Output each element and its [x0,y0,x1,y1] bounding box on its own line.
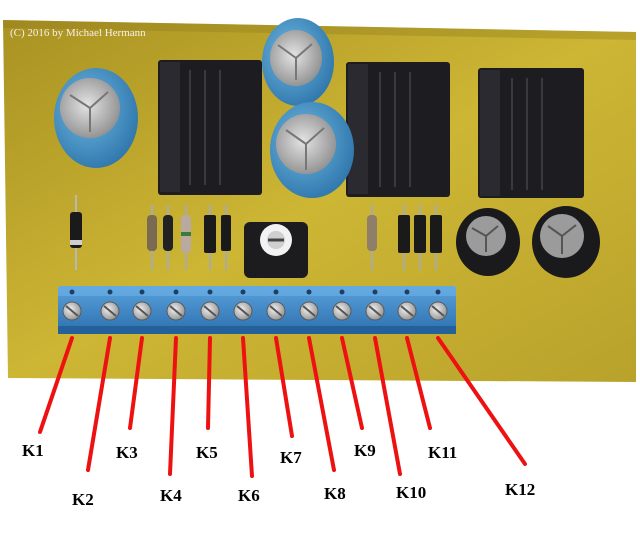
terminal-hole [207,289,213,295]
terminal-hole [306,289,312,295]
terminal-label-k10: K10 [396,483,427,502]
capacitor-top-center [262,18,334,106]
terminal-hole [139,289,145,295]
terminal-label-k2: K2 [72,490,94,509]
terminal-screw-slot [103,305,117,317]
resistors [147,205,442,270]
pointer-line-k1 [38,336,74,434]
terminal-screw-slot [302,305,316,317]
terminal-screw-slot [203,305,217,317]
terminal-hole [339,289,345,295]
pointer-line-k5 [206,336,212,430]
terminal-screw-slot [335,305,349,317]
pointer-line-k10 [373,336,402,476]
potentiometer [244,222,308,278]
terminal-hole [107,289,113,295]
copyright-caption: (C) 2016 by Michael Hermann [10,27,146,39]
terminal-label-k8: K8 [324,484,346,503]
pointer-line-k8 [307,336,336,472]
pointer-line-k12 [436,336,527,466]
terminal-screw-slot [400,305,414,317]
pointer-lines [38,336,527,478]
pointer-line-k2 [86,336,112,472]
terminal-hole [404,289,410,295]
relay-1 [158,60,262,195]
pointer-line-k3 [128,336,144,430]
terminal-screw-slot [169,305,183,317]
terminal-screw-slot [236,305,250,317]
terminal-label-k9: K9 [354,441,376,460]
pointer-line-k7 [274,336,294,438]
relay-2 [346,62,450,197]
terminal-hole [435,289,441,295]
pointer-line-k11 [405,336,432,430]
pointer-line-k9 [340,336,364,430]
terminal-hole [173,289,179,295]
relay-3 [478,68,584,198]
capacitor-center [270,102,354,198]
pointer-line-k4 [168,336,178,476]
capacitor-left [54,68,138,168]
terminal-label-k5: K5 [196,443,218,462]
pointer-line-k6 [241,336,254,478]
terminal-label-k6: K6 [238,486,260,505]
terminal-screw-slot [269,305,283,317]
terminal-hole [372,289,378,295]
terminal-label-k4: K4 [160,486,182,505]
terminal-label-k3: K3 [116,443,138,462]
terminal-hole [240,289,246,295]
terminal-screw-slot [135,305,149,317]
terminal-hole [273,289,279,295]
terminal-label-k7: K7 [280,448,302,467]
capacitor-black-1 [456,208,520,276]
terminal-screw-slot [431,305,445,317]
terminal-screw-slot [65,305,79,317]
terminal-label-k12: K12 [505,480,536,499]
terminal-block [58,286,456,334]
terminal-screw-slot [368,305,382,317]
diode [70,195,82,270]
terminal-hole [69,289,75,295]
terminal-label-k1: K1 [22,441,44,460]
capacitor-black-2 [532,206,600,278]
terminal-label-k11: K11 [428,443,458,462]
